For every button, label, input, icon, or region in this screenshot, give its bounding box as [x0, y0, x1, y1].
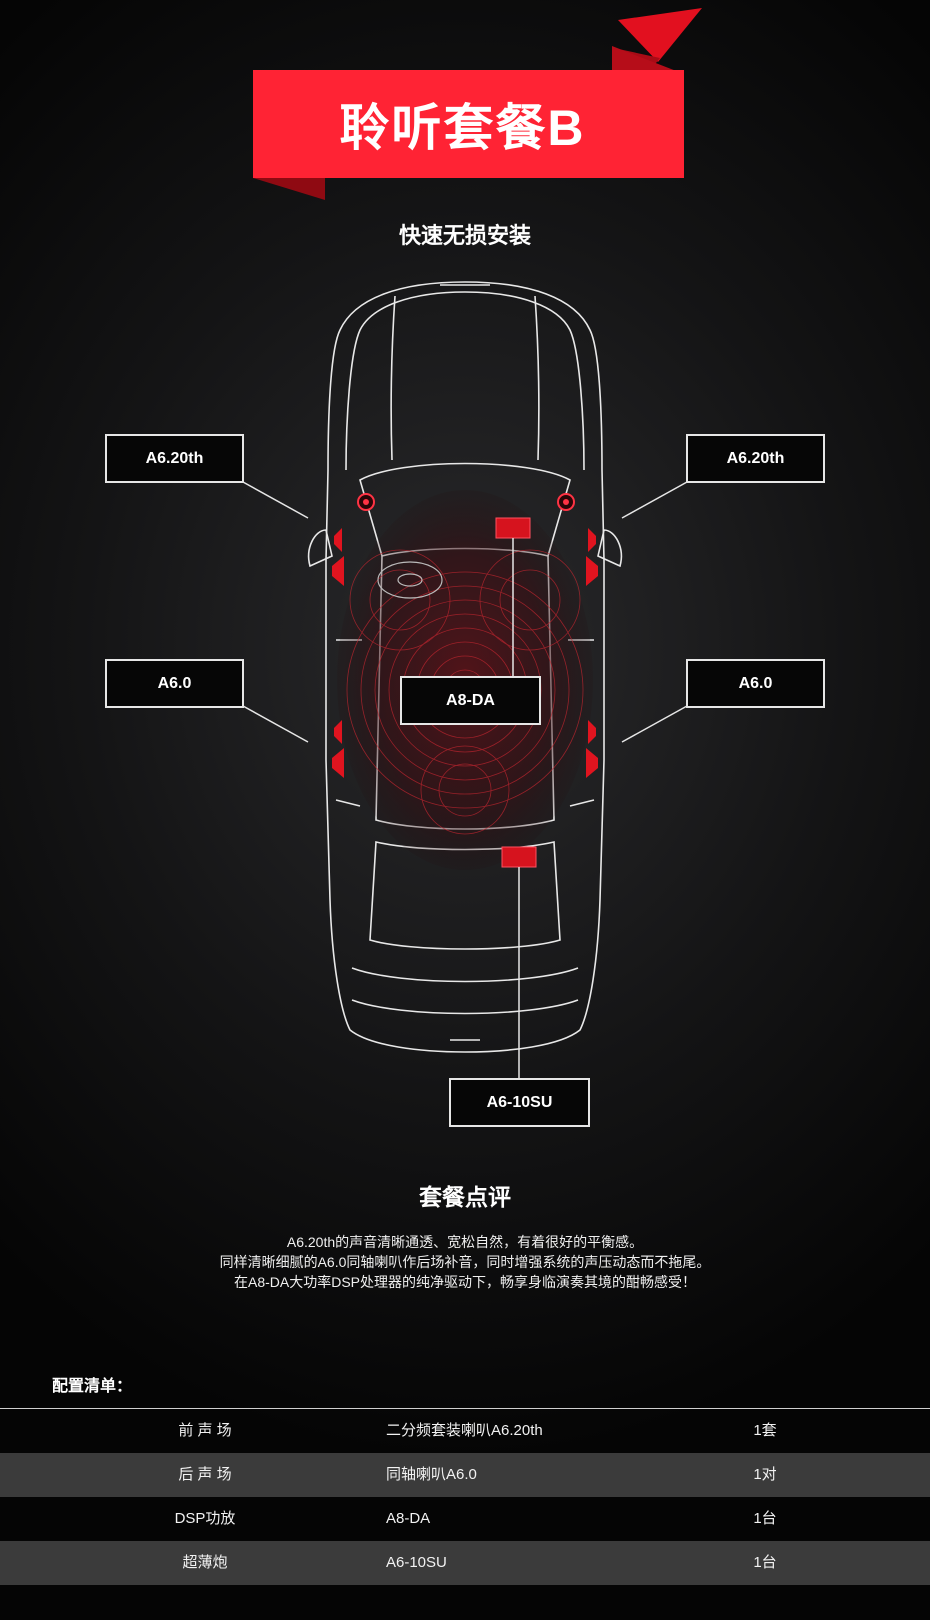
label-subwoofer: A6-10SU	[449, 1078, 590, 1127]
review-title: 套餐点评	[419, 1184, 511, 1210]
dsp-unit-icon	[495, 517, 531, 539]
config-title: 配置清单：	[52, 1378, 133, 1395]
row-qty: 1对	[753, 1466, 777, 1483]
review-line: 同样清晰细腻的A6.0同轴喇叭作后场补音，同时增强系统的声压动态而不拖尾。	[219, 1254, 711, 1270]
banner-title: 聆听套餐B	[339, 100, 586, 156]
label-front-right: A6.20th	[686, 434, 825, 483]
sound-waves	[346, 549, 584, 835]
steering-wheel	[377, 561, 443, 599]
subwoofer-unit-icon	[501, 846, 537, 868]
table-row: 后 声 场 同轴喇叭A6.0 1对	[0, 1453, 930, 1497]
review-line: A6.20th的声音清晰通透、宽松自然，有着很好的平衡感。	[286, 1234, 644, 1250]
row-product: A6-10SU	[386, 1554, 447, 1571]
label-rear-left: A6.0	[105, 659, 244, 708]
car-diagram	[242, 281, 688, 1078]
row-position: 后 声 场	[178, 1466, 232, 1483]
row-qty: 1台	[753, 1510, 777, 1527]
label-dsp: A8-DA	[400, 676, 541, 725]
label-front-left: A6.20th	[105, 434, 244, 483]
leader-lines	[242, 481, 688, 1078]
review-line: 在A8-DA大功率DSP处理器的纯净驱动下，畅享身临演奏其境的酣畅感受！	[233, 1274, 697, 1290]
table-row: 前 声 场 二分频套装喇叭A6.20th 1套	[0, 1409, 930, 1453]
banner-ribbon	[253, 8, 702, 200]
table-row: 超薄炮 A6-10SU 1台	[0, 1541, 930, 1585]
row-product: 同轴喇叭A6.0	[386, 1466, 477, 1483]
table-row: DSP功放 A8-DA 1台	[0, 1497, 930, 1541]
label-rear-right: A6.0	[686, 659, 825, 708]
row-position: 超薄炮	[182, 1554, 228, 1571]
config-table: 前 声 场 二分频套装喇叭A6.20th 1套 后 声 场 同轴喇叭A6.0 1…	[0, 1408, 930, 1585]
row-position: DSP功放	[174, 1510, 236, 1527]
row-product: 二分频套装喇叭A6.20th	[386, 1422, 543, 1439]
subtitle: 快速无损安装	[398, 223, 531, 248]
row-position: 前 声 场	[178, 1422, 232, 1439]
row-qty: 1套	[753, 1422, 777, 1439]
row-qty: 1台	[753, 1554, 777, 1571]
door-speaker-icon	[332, 528, 598, 778]
review-text: A6.20th的声音清晰通透、宽松自然，有着很好的平衡感。 同样清晰细腻的A6.…	[0, 1232, 930, 1292]
row-product: A8-DA	[386, 1510, 431, 1527]
